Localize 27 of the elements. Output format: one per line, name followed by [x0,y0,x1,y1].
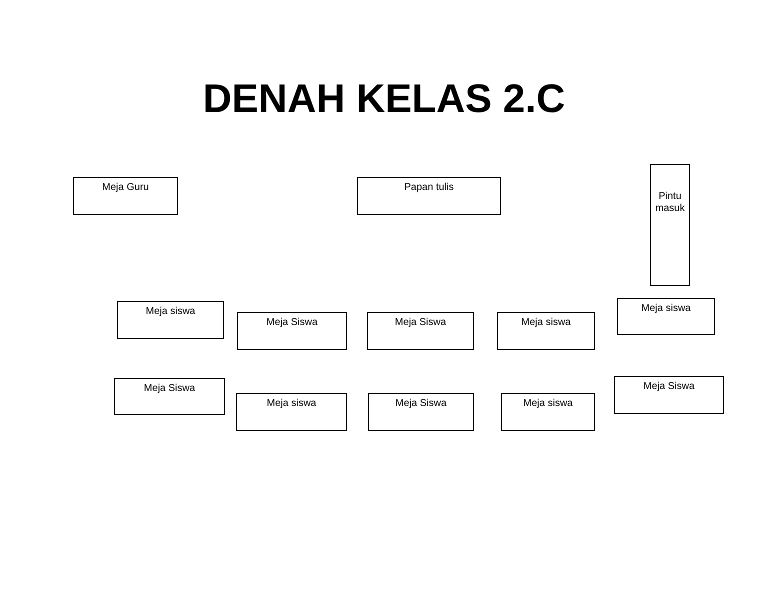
desk-label: Meja Siswa [265,317,319,329]
desk-box [117,301,224,339]
desk-box [368,393,474,431]
desk-box [617,298,715,335]
door-box [650,164,690,286]
desk-label: Meja Siswa [394,317,448,329]
desk-label: Meja Siswa [142,383,196,395]
desk-box [497,312,595,350]
desk-box [114,378,225,415]
desk-box [614,376,724,414]
whiteboard-label: Papan tulis [403,182,455,194]
desk-box [237,312,347,350]
desk-box [73,177,178,215]
desk-label: Meja siswa [144,306,196,318]
whiteboard-box [357,177,501,215]
title: DENAH KELAS 2.C [202,76,566,123]
desk-label: Meja siswa [640,303,692,315]
desk-box [367,312,474,350]
desk-label: Meja Siswa [394,398,448,410]
desk-label: Meja Siswa [642,381,696,393]
desk-box [501,393,595,431]
door-label: Pintu masuk [654,191,686,215]
desk-label: Meja siswa [266,398,318,410]
desk-label: Meja siswa [522,398,574,410]
desk-label: Meja Guru [101,182,150,194]
desk-box [236,393,347,431]
desk-label: Meja siswa [520,317,572,329]
